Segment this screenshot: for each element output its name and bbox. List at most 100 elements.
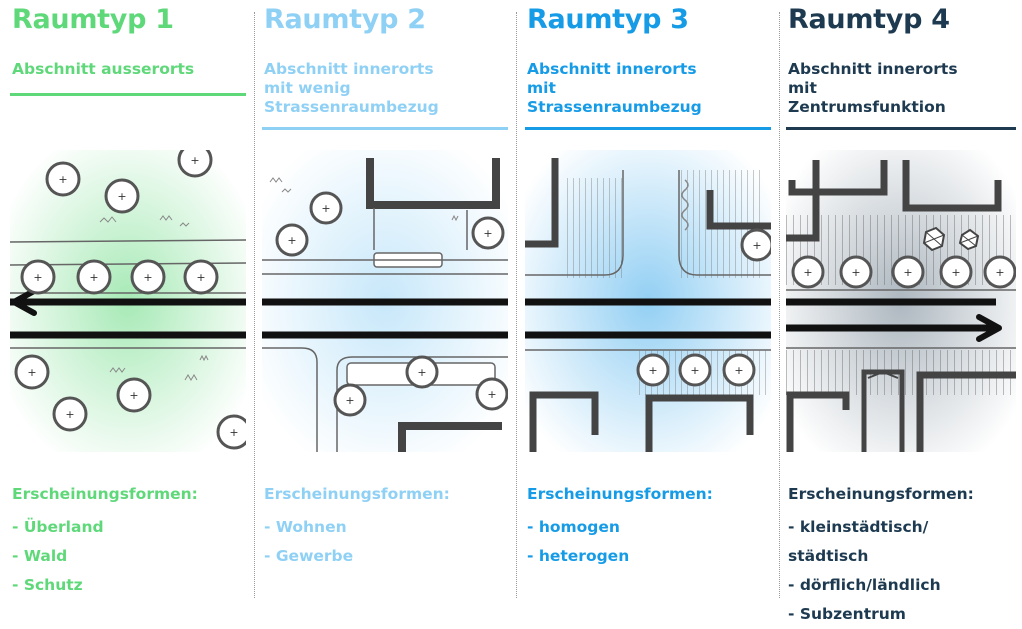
svg-text:+: + — [65, 408, 74, 421]
raumtyp-1-underline — [10, 93, 246, 96]
raumtyp-1-subtitle: Abschnitt ausserorts — [12, 60, 195, 78]
raumtyp-3-street-sketch: + + + + — [525, 150, 771, 452]
form-item: - dörflich/ländlich — [788, 576, 941, 594]
column-separator — [779, 12, 780, 598]
building-outline — [788, 160, 888, 196]
tree-icon: + — [116, 377, 152, 413]
svg-text:+: + — [995, 266, 1004, 279]
tree-icon: + — [14, 354, 50, 390]
raumtyp-4-street-sketch: + + + + + — [786, 150, 1016, 452]
grass-hatching — [269, 177, 459, 222]
forms-heading: Erscheinungsformen: — [788, 485, 974, 503]
forms-heading: Erscheinungsformen: — [264, 485, 450, 503]
svg-text:+: + — [483, 227, 492, 240]
gate-roof — [867, 370, 899, 379]
form-item: - Gewerbe — [264, 547, 354, 565]
raumtyp-2-title: Raumtyp 2 — [264, 4, 426, 35]
tree-icon: + — [722, 353, 756, 387]
svg-text:+: + — [851, 266, 860, 279]
svg-text:+: + — [27, 366, 36, 379]
raumtyp-1-column: Raumtyp 1 Abschnitt ausserorts + + + + +… — [10, 0, 246, 619]
svg-text:+: + — [951, 266, 960, 279]
svg-text:+: + — [734, 364, 743, 377]
hatched-forecourt — [563, 178, 623, 278]
tree-icon: + — [177, 150, 213, 178]
form-item: - Subzentrum — [788, 605, 906, 623]
building-outline — [786, 160, 820, 242]
tree-icon: + — [791, 255, 825, 289]
corner-curb — [525, 170, 624, 276]
building-outline — [525, 158, 559, 248]
svg-text:+: + — [33, 271, 42, 284]
form-item: - Schutz — [12, 576, 83, 594]
raumtyp-3-underline — [525, 127, 771, 130]
verge-line — [10, 239, 246, 243]
tree-icon: + — [104, 178, 140, 214]
tree-icon: + — [309, 191, 343, 225]
svg-text:+: + — [58, 173, 67, 186]
column-separator — [254, 12, 255, 598]
svg-text:+: + — [196, 271, 205, 284]
raumtyp-4-column: Raumtyp 4 Abschnitt innerorts mit Zentru… — [786, 0, 1016, 623]
tree-icon: + — [130, 259, 166, 295]
raumtyp-3-forms: Erscheinungsformen: - homogen - heteroge… — [527, 484, 713, 571]
forms-heading: Erscheinungsformen: — [12, 485, 198, 503]
tree-icon: + — [839, 255, 873, 289]
svg-text:+: + — [417, 366, 426, 379]
svg-text:+: + — [190, 154, 199, 167]
raumtyp-2-underline — [262, 127, 508, 130]
tree-icon: + — [275, 223, 309, 257]
raumtyp-3-title: Raumtyp 3 — [527, 4, 689, 35]
svg-text:+: + — [903, 266, 912, 279]
plot-line — [373, 208, 468, 250]
svg-text:+: + — [129, 389, 138, 402]
building-outline — [645, 394, 754, 452]
svg-text:+: + — [117, 190, 126, 203]
raumtyp-3-column: Raumtyp 3 Abschnitt innerorts mit Strass… — [525, 0, 771, 619]
hedge — [681, 179, 689, 231]
raumtyp-2-street-sketch: + + + + + + — [262, 150, 508, 452]
building-outline — [786, 391, 850, 452]
arrow-right-icon — [976, 314, 1002, 342]
raumtyp-4-subtitle: Abschnitt innerorts mit Zentrumsfunktion — [788, 60, 958, 116]
building-outline — [529, 391, 599, 452]
svg-text:+: + — [229, 426, 238, 439]
building-outline — [706, 190, 771, 230]
forms-heading: Erscheinungsformen: — [527, 485, 713, 503]
building-outline — [398, 422, 502, 452]
raumtyp-4-underline — [786, 127, 1016, 130]
form-item: - heterogen — [527, 547, 630, 565]
form-item: - Überland — [12, 518, 104, 536]
raumtyp-2-column: Raumtyp 2 Abschnitt innerorts mit wenig … — [262, 0, 508, 619]
tree-icon: + — [740, 228, 771, 262]
building-outline — [916, 371, 1016, 452]
tree-icon: + — [405, 355, 439, 389]
raumtyp-2-forms: Erscheinungsformen: - Wohnen - Gewerbe — [264, 484, 450, 571]
svg-text:+: + — [803, 266, 812, 279]
tree-icon: + — [636, 353, 670, 387]
svg-text:+: + — [345, 394, 354, 407]
raumtyp-1-title: Raumtyp 1 — [12, 4, 174, 35]
tree-icon: + — [471, 216, 505, 250]
tree-icon: + — [45, 161, 81, 197]
side-street — [336, 356, 508, 452]
tree-icon: + — [216, 414, 246, 450]
form-item: - Wohnen — [264, 518, 347, 536]
tree-icon: + — [891, 255, 925, 289]
tree-icon: + — [76, 259, 112, 295]
raumtyp-2-subtitle: Abschnitt innerorts mit wenig Strassenra… — [264, 60, 439, 116]
tree-icon: + — [20, 259, 56, 295]
form-item: - kleinstädtisch/ städtisch — [788, 518, 929, 565]
grass-hatching — [99, 215, 209, 381]
form-item: - homogen — [527, 518, 620, 536]
raumtyp-4-title: Raumtyp 4 — [788, 4, 950, 35]
tree-icon: + — [678, 353, 712, 387]
svg-text:+: + — [89, 271, 98, 284]
tree-icon: + — [183, 259, 219, 295]
umbrella-icon — [922, 226, 946, 252]
column-separator — [516, 12, 517, 598]
corner-curb — [678, 170, 771, 276]
umbrella-icon — [958, 228, 980, 251]
tree-icon: + — [52, 396, 88, 432]
tree-icon: + — [475, 377, 508, 411]
